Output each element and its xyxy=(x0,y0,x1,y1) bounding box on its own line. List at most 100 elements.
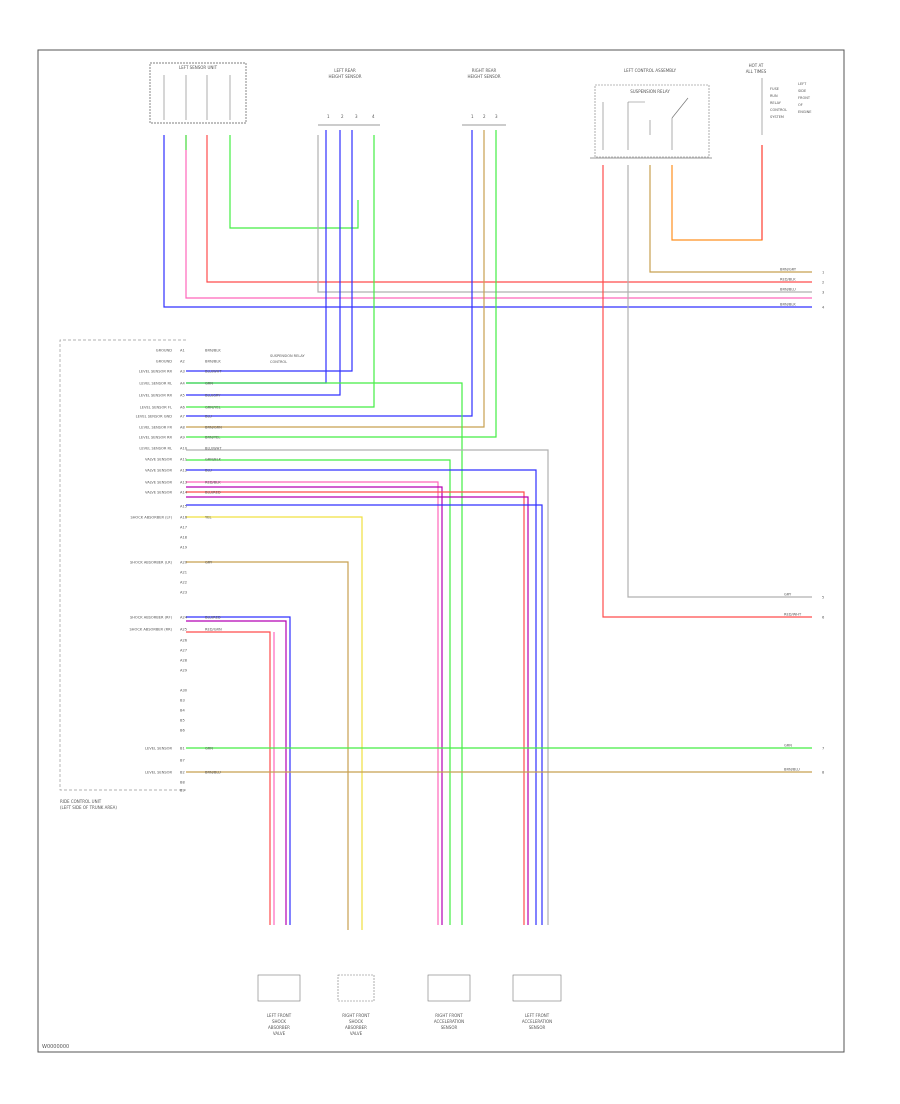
wire-relay-orange xyxy=(671,145,763,241)
suspension-relay-label: SUSPENSION RELAY xyxy=(630,89,670,94)
rcu-pin-wire: RED/BLK xyxy=(205,481,221,485)
rcu-spare-pin: A28 xyxy=(180,659,188,663)
bc4-label-3: SENSOR xyxy=(529,1025,546,1030)
rcu-spare-pin: A26 xyxy=(180,639,188,643)
bc4-label-1: LEFT FRONT xyxy=(525,1013,550,1018)
lr-pin-3: 3 xyxy=(355,114,358,119)
rcu-spare-pin: B5 xyxy=(180,719,185,723)
rcu-pin-wire: GRN xyxy=(205,747,213,751)
rcu-spare-pin: B7 xyxy=(180,759,185,763)
bc2-label-2: SHOCK xyxy=(349,1019,363,1024)
rcu-pin-code: A10 xyxy=(180,447,188,451)
rr-height-sensor-label-1: RIGHT REAR xyxy=(472,68,497,73)
rcu-name-1: RIDE CONTROL UNIT xyxy=(60,799,102,804)
rcu-pin-code: A8 xyxy=(180,426,185,430)
right-lower-wire-label: BRN/BLU xyxy=(784,768,800,772)
fuse-note-3: CONTROL xyxy=(770,108,787,112)
right-lower-marker: 8 xyxy=(822,771,825,775)
rcu-pin-wire: BLU/RED xyxy=(205,491,221,495)
rcu-pin-code: A12 xyxy=(180,469,187,473)
wire-purple-down-2 xyxy=(186,496,529,925)
wire-pink-bus xyxy=(185,135,812,299)
rcu-pin-name: LEVEL SENSOR RL xyxy=(139,382,172,386)
rcu-pin-name: LEVEL SENSOR FL xyxy=(140,406,172,410)
wire-green-down-1 xyxy=(186,382,463,925)
rcu-pin-wire: BLU xyxy=(205,469,212,473)
wire-lr-green xyxy=(186,135,375,408)
lr-pin-1: 1 xyxy=(327,114,330,119)
bc2-label-4: VALVE xyxy=(350,1031,363,1036)
wire-green-loop xyxy=(229,135,359,229)
right-rear-height-sensor: RIGHT REAR HEIGHT SENSOR 1 2 3 xyxy=(462,68,506,126)
wire-pink-down-1 xyxy=(186,481,439,925)
lf-acceleration-sensor: LEFT FRONT ACCELERATION SENSOR xyxy=(512,974,562,1030)
right-bus-labels: BRN/GRY1RED/BLK2BRN/BLU3BRN/BLK4GRY5RED/… xyxy=(780,268,825,775)
rcu-pin-code: B1 xyxy=(180,747,185,751)
wire-yellow-shock xyxy=(186,516,363,930)
rr-height-sensor-label-2: HEIGHT SENSOR xyxy=(467,74,500,79)
rcu-spare-pin: A30 xyxy=(180,689,188,693)
rcu-spare-pin: B9 xyxy=(180,789,185,793)
rcu-spare-pin: B8 xyxy=(180,781,185,785)
hot-label-2: ALL TIMES xyxy=(746,69,767,74)
wire-rr-green xyxy=(186,130,497,438)
wire-lr-blue-2 xyxy=(186,130,341,396)
rcu-pin-code: A3 xyxy=(180,370,185,374)
rcu-pin-code: A4 xyxy=(180,382,185,386)
rcu-pin-name: GROUND xyxy=(156,360,172,364)
rcu-pin-name: SHOCK ABSORBER (LR) xyxy=(130,561,173,565)
lr-height-sensor-label-1: LEFT REAR xyxy=(334,68,356,73)
right-lower-wire-label: GRY xyxy=(784,593,792,597)
wire-harness xyxy=(163,130,812,930)
right-bus-marker: 2 xyxy=(822,281,824,285)
right-bus-marker: 4 xyxy=(822,306,825,310)
rcu-pin-wire: BRN/BLK xyxy=(205,360,221,364)
wire-rr-tan xyxy=(186,130,485,428)
right-lower-marker: 6 xyxy=(822,616,825,620)
fuse-note-2: RELAY xyxy=(770,101,782,105)
wire-purple-shock xyxy=(186,620,287,925)
lr-height-sensor-label-2: HEIGHT SENSOR xyxy=(328,74,361,79)
right-lower-wire-label: RED/WHT xyxy=(784,613,802,617)
right-note-2: FRONT xyxy=(798,96,811,100)
fuse-note-4: SYSTEM xyxy=(770,115,784,119)
right-lower-wire-label: GRN xyxy=(784,744,792,748)
rcu-spare-pin: B4 xyxy=(180,709,185,713)
rcu-pin-name: LEVEL SENSOR RR xyxy=(139,394,173,398)
rcu-pin-code: A25 xyxy=(180,628,187,632)
rcu-pin-wire: YEL xyxy=(205,516,211,520)
lf-shock-valve: LEFT FRONT SHOCK ABSORBER VALVE xyxy=(257,974,301,1036)
rcu-spare-pin-list: A15A17A18A19A21A22A23A26A27A28A29A30B3B4… xyxy=(180,505,188,793)
rcu-pin-name: SHOCK ABSORBER (RR) xyxy=(130,628,173,632)
bc3-label-3: SENSOR xyxy=(441,1025,458,1030)
rr-pin-2: 2 xyxy=(483,114,486,119)
rcu-inline-note-2: CONTROL xyxy=(270,360,287,364)
hot-label-1: HOT AT xyxy=(749,63,764,68)
rf-shock-valve: RIGHT FRONT SHOCK ABSORBER VALVE xyxy=(337,974,375,1036)
rcu-pin-wire: BLU/WHT xyxy=(205,447,222,451)
fuse-note-0: FUSE xyxy=(770,87,779,91)
rcu-pin-name: SHOCK ABSORBER (RF) xyxy=(130,616,173,620)
rr-pin-1: 1 xyxy=(471,114,474,119)
rcu-pin-code: A13 xyxy=(180,481,187,485)
left-sensor-unit: LEFT SENSOR UNIT xyxy=(149,62,247,124)
left-control-assembly: LEFT CONTROL ASSEMBLY SUSPENSION RELAY xyxy=(590,68,712,159)
rf-acceleration-sensor: RIGHT FRONT ACCELERATION SENSOR xyxy=(427,974,471,1030)
bc1-label-2: SHOCK xyxy=(272,1019,286,1024)
rcu-pin-wire: GRN xyxy=(205,382,213,386)
right-bus-wire-label: BRN/BLK xyxy=(780,303,796,307)
rcu-pin-wire: RED/GRN xyxy=(205,628,222,632)
rcu-spare-pin: A17 xyxy=(180,526,187,530)
rcu-spare-pin: A15 xyxy=(180,505,187,509)
bc2-label-1: RIGHT FRONT xyxy=(342,1013,370,1018)
wire-red-shock xyxy=(186,631,271,925)
rcu-pin-name: LEVEL SENSOR RL xyxy=(139,447,172,451)
wire-relay-grey xyxy=(627,165,812,598)
rcu-pin-wire: BLU xyxy=(205,415,212,419)
right-lower-marker: 7 xyxy=(822,747,824,751)
diagram-border xyxy=(37,49,845,1053)
rcu-pin-code: A9 xyxy=(180,436,185,440)
rcu-pin-wire: BLU/WHT xyxy=(205,370,222,374)
